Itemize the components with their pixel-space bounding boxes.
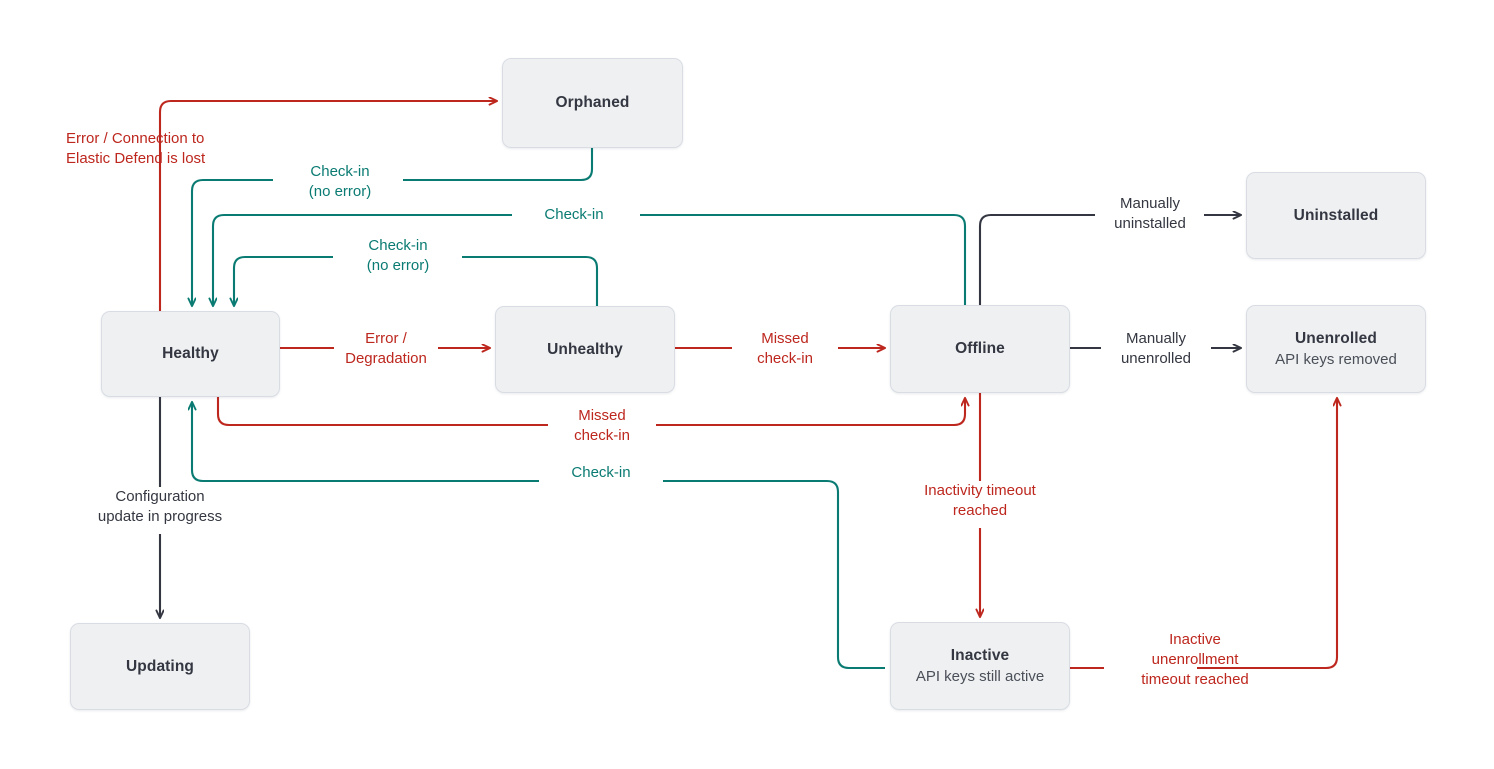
edge-label-healthy-to-offline: Missed check-in xyxy=(574,407,630,444)
edge-label-inactive-to-unenrolled: Inactive unenrollment timeout reached xyxy=(1141,631,1249,688)
edge-label-inactive-to-healthy: Check-in xyxy=(571,464,631,481)
node-unhealthy-title: Unhealthy xyxy=(547,340,623,358)
edge-offline-to-healthy xyxy=(213,213,967,306)
node-uninstalled-title: Uninstalled xyxy=(1293,206,1379,224)
edge-label-offline-to-inactive: Inactivity timeout reached xyxy=(924,482,1036,519)
node-healthy-title: Healthy xyxy=(162,345,219,363)
node-orphaned-title: Orphaned xyxy=(555,94,630,112)
node-updating[interactable]: Updating xyxy=(70,623,250,710)
node-unhealthy[interactable]: Unhealthy xyxy=(495,306,675,393)
node-unenrolled[interactable]: Unenrolled API keys removed xyxy=(1246,305,1426,393)
node-inactive-title: Inactive xyxy=(950,646,1010,664)
node-healthy[interactable]: Healthy xyxy=(101,311,280,397)
edge-label-offline-to-healthy: Check-in xyxy=(544,206,604,223)
edge-label-unhealthy-to-healthy: Check-in (no error) xyxy=(366,237,430,274)
node-orphaned[interactable]: Orphaned xyxy=(502,58,683,148)
node-offline-title: Offline xyxy=(955,340,1005,358)
node-inactive[interactable]: Inactive API keys still active xyxy=(890,622,1070,710)
edge-label-offline-to-unenrolled: Manually unenrolled xyxy=(1120,330,1192,367)
node-unenrolled-subtitle: API keys removed xyxy=(1275,350,1397,368)
node-inactive-subtitle: API keys still active xyxy=(915,667,1045,685)
edge-label-offline-to-uninstalled: Manually uninstalled xyxy=(1114,195,1186,232)
node-unenrolled-title: Unenrolled xyxy=(1295,329,1377,347)
edge-inactive-to-healthy xyxy=(192,402,885,670)
edge-label-orphaned-to-healthy: Check-in (no error) xyxy=(308,163,372,200)
node-offline[interactable]: Offline xyxy=(890,305,1070,393)
edge-label-healthy-to-unhealthy: Error / Degradation xyxy=(345,330,427,367)
edge-label-unhealthy-to-offline: Missed check-in xyxy=(757,330,813,367)
node-updating-title: Updating xyxy=(126,657,194,675)
edge-label-healthy-to-updating: Configuration update in progress xyxy=(97,488,223,525)
edge-inactive-to-unenrolled xyxy=(1070,398,1337,670)
edge-label-healthy-to-orphaned: Error / Connection to Elastic Defend is … xyxy=(66,130,206,167)
node-uninstalled[interactable]: Uninstalled xyxy=(1246,172,1426,259)
